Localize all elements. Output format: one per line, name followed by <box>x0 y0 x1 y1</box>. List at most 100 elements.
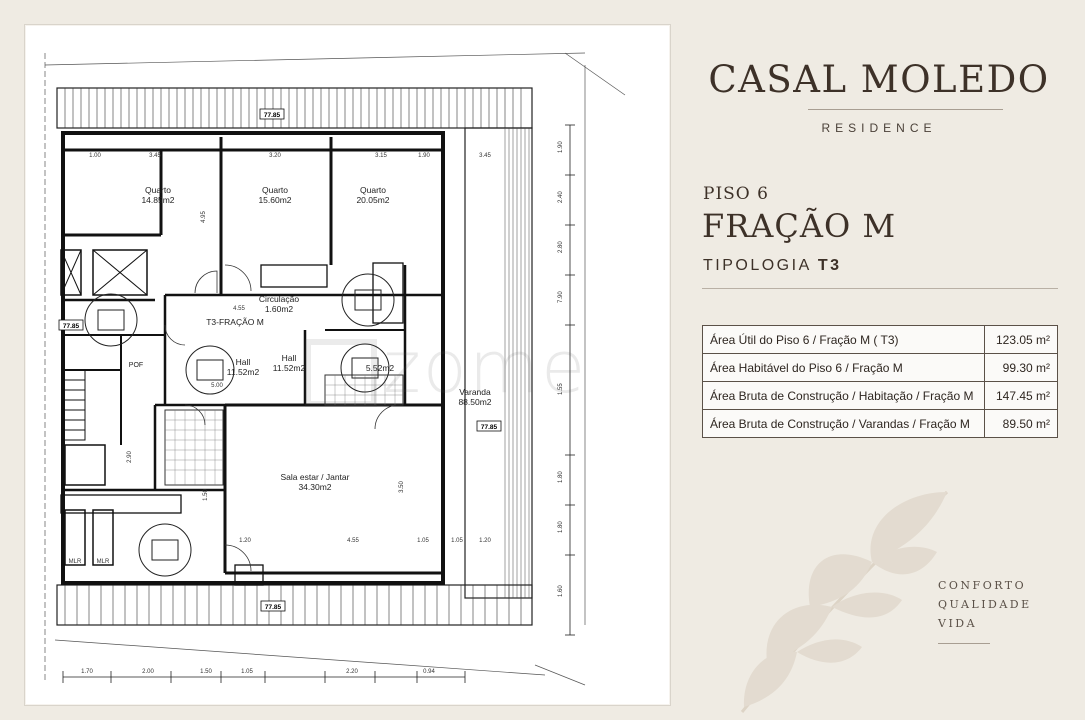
area-value: 99.30 m² <box>984 353 1058 382</box>
watermark-logo-icon <box>305 338 377 407</box>
room-sala-area: 34.30m2 <box>298 482 331 492</box>
svg-text:1.55: 1.55 <box>558 383 564 395</box>
tile-areas <box>164 374 404 486</box>
site-lines <box>44 52 626 686</box>
stair-lift <box>60 249 148 566</box>
room-quarto-1-area: 14.85m2 <box>141 195 174 205</box>
terrace-band-top <box>56 87 533 129</box>
accessibility-circles <box>84 273 395 577</box>
tagline-line: VIDA <box>938 617 978 630</box>
door-swings <box>164 264 400 572</box>
svg-text:1.50: 1.50 <box>200 669 212 675</box>
room-hall-2-area: 11.52m2 <box>273 363 306 373</box>
area-value: 123.05 m² <box>984 325 1058 354</box>
room-varanda-area: 88.50m2 <box>458 397 491 407</box>
floor-plan-drawing: Quarto 14.85m2 Quarto 15.60m2 Quarto 20.… <box>44 52 626 686</box>
table-row: Área Bruta de Construção / Varandas / Fr… <box>702 409 1058 438</box>
terrace-band-bottom <box>56 584 533 626</box>
watermark-text: zome <box>383 325 588 409</box>
svg-text:1.00: 1.00 <box>89 153 101 159</box>
tagline-line: QUALIDADE <box>938 598 1032 611</box>
room-hall-1-name: Hall <box>236 357 251 367</box>
level-tag-top: 77.85 <box>264 112 281 119</box>
svg-text:1.05: 1.05 <box>417 538 429 544</box>
svg-text:1.90: 1.90 <box>418 153 430 159</box>
unit-label: T3-FRAÇÃO M <box>206 317 264 327</box>
tagline-divider <box>938 643 990 644</box>
svg-text:3.50: 3.50 <box>399 481 405 493</box>
svg-text:7.90: 7.90 <box>558 291 564 303</box>
svg-text:3.45: 3.45 <box>479 153 491 159</box>
svg-text:1.60: 1.60 <box>558 585 564 597</box>
room-pof: POF <box>129 362 143 369</box>
room-quarto-2-area: 15.60m2 <box>258 195 291 205</box>
svg-text:3.45: 3.45 <box>149 153 161 159</box>
room-hall-2-name: Hall <box>282 353 297 363</box>
svg-text:MLR: MLR <box>97 559 110 565</box>
svg-text:1.80: 1.80 <box>558 521 564 533</box>
fraction-title: FRAÇÃO M <box>702 207 897 245</box>
room-wc-area: 5.52m2 <box>366 363 395 373</box>
level-tags: 77.85 77.85 77.85 77.85 <box>58 108 502 612</box>
typology-label: TIPOLOGIA T3 <box>703 257 841 275</box>
svg-text:1.90: 1.90 <box>558 141 564 153</box>
area-label: Área Útil do Piso 6 / Fração M ( T3) <box>702 325 985 354</box>
kitchen <box>60 262 404 586</box>
room-quarto-3-name: Quarto <box>360 185 386 195</box>
walls <box>61 131 445 585</box>
room-quarto-1-name: Quarto <box>145 185 171 195</box>
level-tag-left: 77.85 <box>63 323 80 330</box>
room-quarto-3-area: 20.05m2 <box>356 195 389 205</box>
svg-text:3.20: 3.20 <box>269 153 281 159</box>
brand-subtitle: RESIDENCE <box>821 121 937 135</box>
area-value: 89.50 m² <box>984 409 1058 438</box>
table-row: Área Habitável do Piso 6 / Fração M 99.3… <box>702 353 1058 382</box>
top-dimensions: 1.00 3.45 3.20 3.15 1.90 3.45 <box>89 153 491 159</box>
areas-table: Área Útil do Piso 6 / Fração M ( T3) 123… <box>702 325 1058 438</box>
floor-plan-frame: Quarto 14.85m2 Quarto 15.60m2 Quarto 20.… <box>24 24 671 706</box>
brand-title: CASAL MOLEDO <box>708 58 1050 101</box>
watermark: zome <box>305 325 587 409</box>
brand-divider <box>808 109 1003 110</box>
typology-prefix: TIPOLOGIA <box>703 257 811 274</box>
room-circulacao-name: Circulação <box>259 294 299 304</box>
tagline-line: CONFORTO <box>938 579 1027 592</box>
header-divider <box>702 288 1058 289</box>
level-tag-right: 77.85 <box>481 424 498 431</box>
area-label: Área Habitável do Piso 6 / Fração M <box>702 353 985 382</box>
room-quarto-2-name: Quarto <box>262 185 288 195</box>
svg-text:0.94: 0.94 <box>423 669 435 675</box>
svg-text:1.80: 1.80 <box>558 471 564 483</box>
svg-text:2.80: 2.80 <box>558 241 564 253</box>
svg-text:2.00: 2.00 <box>142 669 154 675</box>
leaf-decoration-icon <box>740 490 949 713</box>
bottom-dimension-chain: 1.70 2.00 1.50 1.05 2.20 0.94 <box>62 669 466 683</box>
tagline: CONFORTO QUALIDADE VIDA <box>938 576 1032 633</box>
room-labels: Quarto 14.85m2 Quarto 15.60m2 Quarto 20.… <box>129 185 492 492</box>
svg-text:MLR: MLR <box>69 559 82 565</box>
table-row: Área Útil do Piso 6 / Fração M ( T3) 123… <box>702 325 1058 354</box>
svg-text:4.95: 4.95 <box>201 211 207 223</box>
room-varanda-name: Varanda <box>459 387 491 397</box>
svg-text:4.55: 4.55 <box>347 538 359 544</box>
svg-text:1.05: 1.05 <box>451 538 463 544</box>
typology-value: T3 <box>817 257 842 274</box>
svg-text:1.05: 1.05 <box>241 669 253 675</box>
table-row: Área Bruta de Construção / Habitação / F… <box>702 381 1058 410</box>
area-label: Área Bruta de Construção / Habitação / F… <box>702 381 985 410</box>
area-label: Área Bruta de Construção / Varandas / Fr… <box>702 409 985 438</box>
svg-text:4.55: 4.55 <box>233 306 245 312</box>
svg-text:2.90: 2.90 <box>127 451 133 463</box>
level-tag-bottom: 77.85 <box>265 604 282 611</box>
svg-text:1.20: 1.20 <box>239 538 251 544</box>
svg-text:2.20: 2.20 <box>346 669 358 675</box>
svg-text:3.15: 3.15 <box>375 153 387 159</box>
room-hall-1-area: 11.52m2 <box>227 367 260 377</box>
floor-label: PISO 6 <box>703 184 769 204</box>
svg-text:5.00: 5.00 <box>211 383 223 389</box>
room-circulacao-area: 1.60m2 <box>265 304 294 314</box>
area-value: 147.45 m² <box>984 381 1058 410</box>
svg-text:1.50: 1.50 <box>203 489 209 501</box>
misc-marks: MLR MLR 5.00 3.50 1.50 4.95 2.90 <box>69 211 405 565</box>
svg-text:2.40: 2.40 <box>558 191 564 203</box>
